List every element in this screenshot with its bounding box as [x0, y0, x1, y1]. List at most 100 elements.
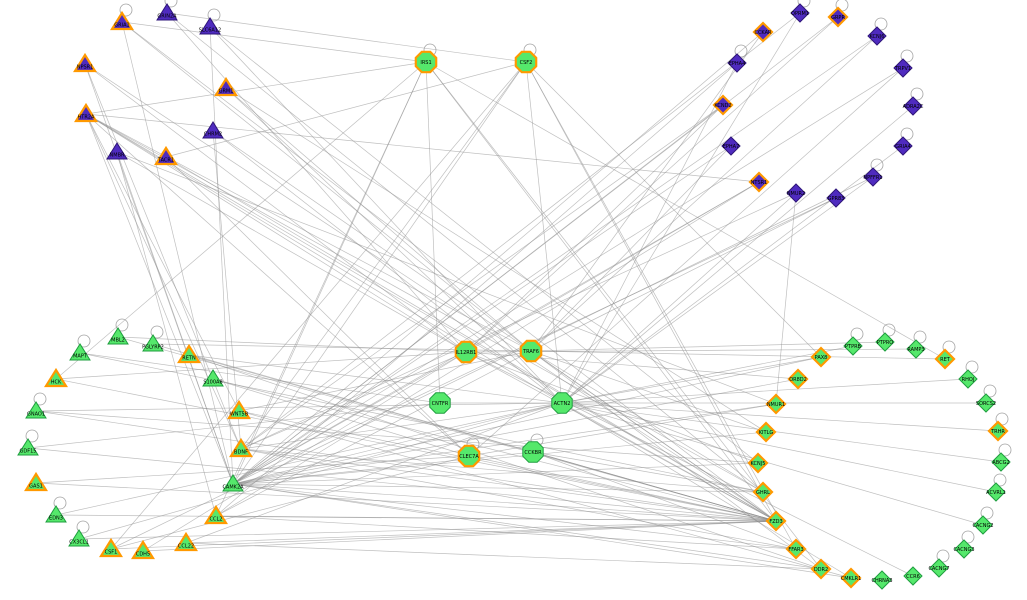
node-CHRNA3[interactable]: CHRNA3: [871, 570, 893, 590]
triangle-shape[interactable]: [74, 102, 98, 123]
node-GRM1[interactable]: GRM1: [214, 76, 238, 97]
triangle-shape[interactable]: [44, 367, 68, 388]
diamond-shape[interactable]: [875, 332, 895, 352]
diamond-shape[interactable]: [867, 26, 887, 46]
node-NMUR1[interactable]: NMUR1: [765, 393, 787, 415]
node-FZD3[interactable]: FZD3: [765, 510, 787, 532]
diamond-shape[interactable]: [903, 96, 923, 116]
node-CLEC7A[interactable]: CLEC7A: [457, 444, 481, 468]
triangle-shape[interactable]: [202, 121, 224, 139]
triangle-shape[interactable]: [154, 145, 178, 166]
node-CCKBR[interactable]: CCKBR: [522, 441, 544, 463]
triangle-shape[interactable]: [204, 504, 228, 525]
triangle-shape[interactable]: [106, 142, 128, 160]
octagon-shape[interactable]: [551, 392, 573, 414]
node-ACTN2[interactable]: ACTN2: [551, 392, 573, 414]
diamond-shape[interactable]: [765, 510, 787, 532]
triangle-shape[interactable]: [229, 437, 253, 458]
octagon-shape[interactable]: [454, 340, 478, 364]
node-CMKLR1[interactable]: CMKLR1: [840, 567, 862, 589]
diamond-shape[interactable]: [755, 421, 777, 443]
triangle-shape[interactable]: [25, 401, 47, 419]
node-CHRM2[interactable]: CHRM2: [202, 121, 224, 139]
diamond-shape[interactable]: [786, 183, 806, 203]
triangle-shape[interactable]: [222, 474, 244, 492]
node-OR8D2[interactable]: OR8D2: [787, 368, 809, 390]
diamond-shape[interactable]: [765, 393, 787, 415]
node-SORCS2[interactable]: SORCS2: [976, 393, 996, 413]
node-CACNG3[interactable]: CACNG3: [953, 539, 975, 559]
diamond-shape[interactable]: [790, 3, 810, 23]
node-CCR6[interactable]: CCR6: [903, 566, 923, 586]
node-SLC6A12[interactable]: SLC6A12: [199, 17, 221, 35]
triangle-shape[interactable]: [17, 438, 39, 456]
octagon-shape[interactable]: [519, 339, 543, 363]
node-NPSR1[interactable]: NPSR1: [73, 52, 97, 73]
node-HCK[interactable]: HCK: [44, 367, 68, 388]
triangle-shape[interactable]: [24, 471, 48, 492]
octagon-shape[interactable]: [522, 441, 544, 463]
diamond-shape[interactable]: [986, 482, 1006, 502]
triangle-shape[interactable]: [45, 505, 67, 523]
node-CACNG7[interactable]: CACNG7: [928, 558, 950, 578]
diamond-shape[interactable]: [991, 452, 1011, 472]
diamond-shape[interactable]: [863, 167, 883, 187]
node-DDR2[interactable]: DDR2: [810, 558, 832, 580]
node-IRS1[interactable]: IRS1: [414, 50, 438, 74]
triangle-shape[interactable]: [227, 399, 251, 420]
diamond-shape[interactable]: [893, 136, 913, 156]
triangle-shape[interactable]: [174, 531, 198, 552]
node-NMBR[interactable]: NMBR: [106, 142, 128, 160]
triangle-shape[interactable]: [202, 369, 224, 387]
triangle-shape[interactable]: [73, 52, 97, 73]
node-CCL2[interactable]: CCL2: [204, 504, 228, 525]
diamond-shape[interactable]: [929, 558, 949, 578]
node-CSF2[interactable]: CSF2: [514, 50, 538, 74]
diamond-shape[interactable]: [752, 21, 774, 43]
diamond-shape[interactable]: [810, 558, 832, 580]
diamond-shape[interactable]: [872, 570, 892, 590]
diamond-shape[interactable]: [810, 346, 832, 368]
octagon-shape[interactable]: [457, 444, 481, 468]
diamond-shape[interactable]: [826, 188, 846, 208]
node-CCKAR[interactable]: CCKAR: [752, 21, 774, 43]
node-GAS1[interactable]: GAS1: [24, 471, 48, 492]
node-CSF1[interactable]: CSF1: [99, 537, 123, 558]
node-PGLYRP2[interactable]: PGLYRP2: [142, 334, 164, 352]
diamond-shape[interactable]: [727, 53, 747, 73]
triangle-shape[interactable]: [107, 327, 129, 345]
triangle-shape[interactable]: [142, 334, 164, 352]
triangle-shape[interactable]: [156, 3, 178, 21]
triangle-shape[interactable]: [214, 76, 238, 97]
triangle-shape[interactable]: [199, 17, 221, 35]
diamond-shape[interactable]: [827, 6, 849, 28]
node-CDH5[interactable]: CDH5: [131, 539, 155, 560]
triangle-shape[interactable]: [69, 343, 91, 361]
diamond-shape[interactable]: [752, 481, 774, 503]
node-NTSR1[interactable]: NTSR1: [748, 171, 770, 193]
diamond-shape[interactable]: [976, 393, 996, 413]
triangle-shape[interactable]: [68, 529, 90, 547]
octagon-shape[interactable]: [429, 392, 451, 414]
diamond-shape[interactable]: [987, 420, 1009, 442]
diamond-shape[interactable]: [712, 94, 734, 116]
node-TACR1[interactable]: TACR1: [154, 145, 178, 166]
triangle-shape[interactable]: [110, 10, 134, 31]
diamond-shape[interactable]: [721, 136, 741, 156]
triangle-shape[interactable]: [99, 537, 123, 558]
diamond-shape[interactable]: [787, 368, 809, 390]
diamond-shape[interactable]: [906, 339, 926, 359]
triangle-shape[interactable]: [177, 343, 201, 364]
node-KITLG[interactable]: KITLG: [755, 421, 777, 443]
diamond-shape[interactable]: [747, 452, 769, 474]
node-CACNG2[interactable]: CACNG2: [972, 515, 994, 535]
diamond-shape[interactable]: [785, 538, 807, 560]
node-RETN[interactable]: RETN: [177, 343, 201, 364]
octagon-shape[interactable]: [414, 50, 438, 74]
diamond-shape[interactable]: [934, 348, 956, 370]
diamond-shape[interactable]: [843, 336, 863, 356]
diamond-shape[interactable]: [903, 566, 923, 586]
diamond-shape[interactable]: [973, 515, 993, 535]
triangle-shape[interactable]: [131, 539, 155, 560]
